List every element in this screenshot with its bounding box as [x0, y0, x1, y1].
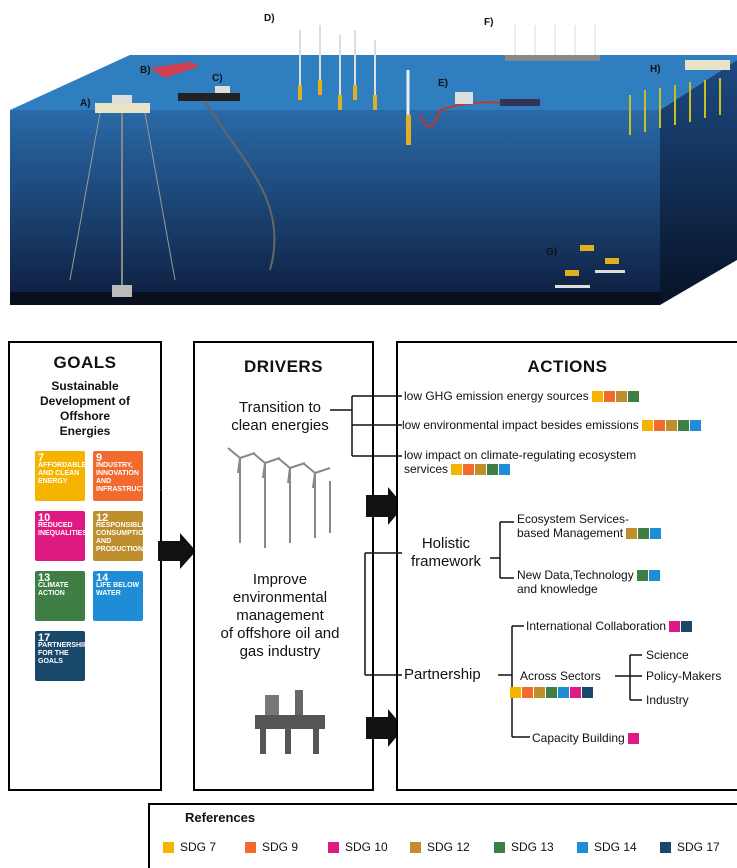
international-collaboration: International Collaboration: [526, 619, 693, 633]
references-box: References: [148, 803, 737, 868]
ecosystem-services-management: Ecosystem Services- based Management: [517, 512, 662, 540]
partnership: Partnership: [404, 666, 481, 683]
legend-sdg7: SDG 7: [163, 840, 216, 854]
across-sectors: Across Sectors: [520, 669, 601, 683]
scene-label-b: B): [140, 65, 151, 76]
scene-label-d: D): [264, 13, 275, 24]
oil-rig-illustration: [255, 690, 325, 754]
legend-sdg13: SDG 13: [494, 840, 554, 854]
arrow-drivers-to-actions-2: [366, 709, 404, 747]
action-low-ghg: low GHG emission energy sources: [404, 389, 640, 403]
wind-turbines-illustration: [227, 447, 331, 548]
actions-panel: ACTIONS: [396, 341, 737, 791]
actions-title: ACTIONS: [527, 357, 608, 376]
legend-sdg10: SDG 10: [328, 840, 388, 854]
scene-label-g: G): [546, 247, 558, 258]
goals-title: GOALS: [53, 353, 117, 372]
new-data-technology: New Data,Technology and knowledge: [517, 568, 661, 596]
references-title: References: [185, 810, 256, 825]
scene-label-h: H): [650, 64, 661, 75]
legend-sdg9: SDG 9: [245, 840, 298, 854]
scene-label-f: F): [484, 17, 494, 28]
legend-sdg12: SDG 12: [410, 840, 470, 854]
sector-industry: Industry: [646, 693, 689, 707]
capacity-building: Capacity Building: [532, 731, 640, 745]
sector-science: Science: [646, 648, 689, 662]
goals-panel: GOALS Sustainable Development of Offshor…: [8, 341, 162, 791]
across-sectors-sdg-squares: [510, 684, 594, 702]
arrow-drivers-to-actions-1: [366, 487, 404, 525]
arrow-goals-to-drivers: [158, 533, 196, 569]
legend-sdg17: SDG 17: [660, 840, 720, 854]
ocean-scene: A) B) C) D) E) F) G) H): [0, 0, 737, 320]
ocean-block-illustration: [10, 25, 737, 305]
scene-label-a: A): [80, 98, 91, 109]
scene-label-c: C): [212, 73, 223, 84]
action-low-impact: low environmental impact besides emissio…: [402, 418, 702, 432]
sector-policy-makers: Policy-Makers: [646, 669, 722, 683]
drivers-title: DRIVERS: [243, 357, 324, 376]
legend-sdg14: SDG 14: [577, 840, 637, 854]
action-climate-regulating: low impact on climate-regulating ecosyst…: [404, 448, 637, 476]
goals-subtitle: Sustainable Development of Offshore Ener…: [39, 379, 130, 438]
scene-label-e: E): [438, 78, 448, 89]
